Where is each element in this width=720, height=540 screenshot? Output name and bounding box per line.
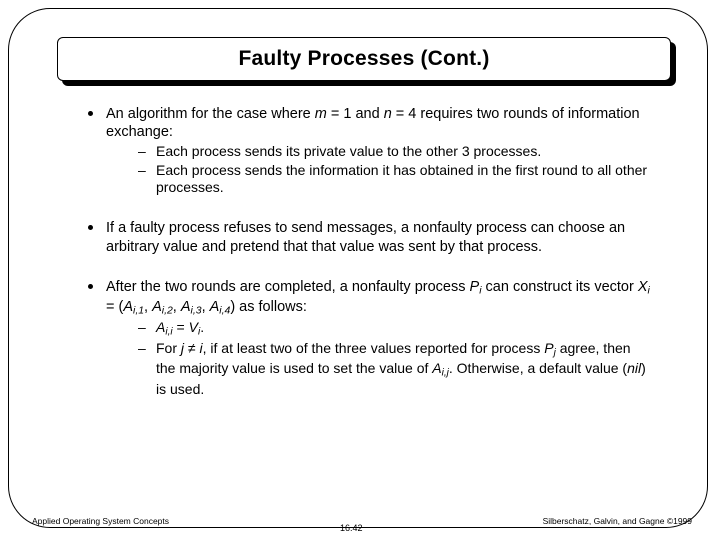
bullet-item-3: After the two rounds are completed, a no… [82,278,652,318]
sub-item: – Each process sends the information it … [138,162,652,198]
slide-body: An algorithm for the case where m = 1 an… [82,105,652,414]
footer-left: Applied Operating System Concepts [32,516,170,526]
bullet-block-3: After the two rounds are completed, a no… [82,278,652,398]
dash-icon: – [138,142,146,159]
sub-list-3: – Ai,i = Vi. – For j ≠ i, if at least tw… [82,319,652,399]
bullet-item-1: An algorithm for the case where m = 1 an… [82,105,652,142]
bullet-dot-icon [88,111,93,116]
sub-item: – Ai,i = Vi. [138,319,652,339]
bullet-dot-icon [88,283,93,289]
bullet-block-1: An algorithm for the case where m = 1 an… [82,105,652,197]
bullet-text-3: After the two rounds are completed, a no… [106,278,650,317]
sub-item-text: For j ≠ i, if at least two of the three … [156,339,646,397]
sub-item: – For j ≠ i, if at least two of the thre… [138,340,652,398]
bullet-block-2: If a faulty process refuses to send mess… [82,219,652,256]
sub-item-text: Ai,i = Vi. [156,318,205,338]
sub-item-text: Each process sends the information it ha… [156,161,648,196]
page-title: Faulty Processes (Cont.) [238,47,490,70]
sub-list-1: – Each process sends its private value t… [82,143,652,197]
dash-icon: – [138,339,146,356]
footer-page-number: 16.42 [340,523,363,533]
bullet-text-1: An algorithm for the case where m = 1 an… [106,106,640,141]
footer-right: Silberschatz, Galvin, and Gagne ©1999 [542,516,692,526]
dash-icon: – [138,161,146,178]
title-box: Faulty Processes (Cont.) [57,37,671,81]
bullet-text-2: If a faulty process refuses to send mess… [106,220,626,255]
sub-item-text: Each process sends its private value to … [156,142,542,159]
dash-icon: – [138,318,146,335]
bullet-dot-icon [88,225,93,231]
sub-item: – Each process sends its private value t… [138,143,652,161]
bullet-item-2: If a faulty process refuses to send mess… [82,219,652,256]
